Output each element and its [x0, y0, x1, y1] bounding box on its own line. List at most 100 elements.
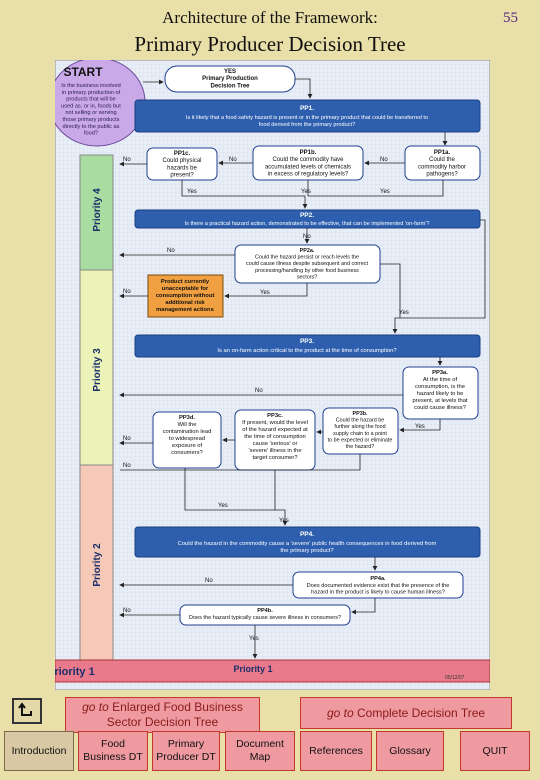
pp3b-line: to be expected or eliminate	[328, 437, 393, 443]
connector-yes-pp2	[181, 180, 308, 209]
page-number: 55	[503, 10, 518, 26]
quit-label: QUIT	[482, 744, 508, 757]
label-no: No	[167, 248, 175, 254]
connector-pp2a-product	[224, 283, 308, 299]
pp1b-line: in excess of regulatory levels?	[268, 172, 349, 178]
pp3c-line: the time of consumption	[244, 434, 306, 440]
pp3d-line: to widespread	[169, 436, 205, 442]
glossary-button[interactable]: Glossary	[376, 731, 444, 771]
priority2-label: Priority 2	[92, 543, 103, 587]
quit-button[interactable]: QUIT	[460, 731, 530, 771]
pp1a-line: PP1a.	[434, 150, 451, 156]
prodbox-line: management actions	[156, 307, 214, 313]
connector-pp2-yes	[392, 219, 486, 334]
connector-pp2a-yes	[380, 263, 401, 318]
connector-pp1a-yes	[308, 180, 444, 197]
back-button[interactable]	[12, 698, 42, 724]
priority1-bar	[55, 659, 490, 683]
label-no: No	[255, 388, 263, 394]
startq-line: products that will be	[66, 97, 115, 103]
pp3a-line: could cause illness?	[414, 405, 467, 411]
pp3d-box	[152, 411, 222, 469]
pp2t-line: Is there a practical hazard action, demo…	[185, 221, 430, 227]
yesbox-line: YES	[224, 69, 236, 75]
yesbox-line: Primary Production	[202, 76, 258, 82]
pp2a-line: PP2a.	[300, 248, 315, 254]
pp3c-line: of the hazard expected at	[242, 427, 308, 433]
food-business-dt-button[interactable]: Food Business DT	[78, 731, 148, 771]
document-map-button[interactable]: Document Map	[225, 731, 295, 771]
label-yes: Yes	[249, 636, 259, 642]
pp4t-line: PP4.	[300, 531, 314, 538]
pp1t-line: food derived from the primary product?	[259, 122, 355, 128]
label-no: No	[123, 289, 131, 295]
startq-line: those primary products	[63, 117, 120, 123]
document-map-label: Document Map	[236, 738, 284, 763]
pp1a-line: Could the	[429, 157, 455, 163]
pp3c-line: 'severe' illness in the	[248, 448, 301, 454]
startq-line: in primary production of	[62, 90, 121, 96]
connector-pp3d-yes	[184, 468, 288, 526]
label-yes: Yes	[218, 503, 228, 509]
startq-line: not selling or serving	[65, 110, 116, 116]
pp3c-line: PP3c.	[267, 413, 283, 419]
pp3-bar	[134, 334, 481, 358]
connector-pp3b-no	[120, 454, 361, 471]
prodbox-line: unacceptable for	[162, 286, 209, 292]
goto-prefix: go to	[326, 705, 354, 720]
connector-pp3a-pp3b	[399, 419, 441, 433]
goto-enlarged-label: Enlarged Food Business Sector Decision T…	[106, 700, 243, 729]
page-title-line2: Primary Producer Decision Tree	[134, 32, 406, 56]
pp2t-line: PP2.	[300, 212, 314, 219]
pp3d-line: Will the	[177, 422, 196, 428]
decision-tree-diagram: Priority 4 Priority 3 Priority 2 Priorit…	[55, 60, 490, 690]
pp2a-line: sectors?	[297, 274, 317, 280]
connector-yes-pp1	[295, 78, 313, 99]
food-business-dt-label: Food Business DT	[83, 738, 143, 763]
pp4t-line: the primary product?	[280, 548, 334, 554]
connectors	[119, 78, 486, 659]
pp1a-line: commodity harbor	[418, 164, 466, 170]
pp4a-line: hazard in the product is likely to cause…	[311, 590, 445, 596]
pp1b-line: PP1b.	[300, 150, 317, 156]
pp1-bar	[134, 99, 481, 133]
pp3d-line: PP3d.	[179, 415, 195, 421]
pp4b-line: Does the hazard typically cause severe i…	[189, 615, 341, 621]
return-arrow-icon	[18, 702, 32, 716]
prodbox-line: consumption without	[156, 293, 215, 299]
pp3b-line: supply chain to a point	[333, 431, 387, 437]
goto-prefix: go to	[82, 700, 109, 714]
pp3c-line: cause 'serious' or	[253, 441, 298, 447]
primary-producer-dt-button[interactable]: Primary Producer DT	[152, 731, 220, 771]
priority1-label: Priority 1	[233, 664, 272, 674]
pp3c-line: If present, would the level	[242, 420, 308, 426]
prodbox-line: Product currently	[161, 279, 210, 285]
label-no: No	[123, 436, 131, 442]
goto-enlarged-food-business-button[interactable]: go to Enlarged Food Business Sector Deci…	[65, 697, 260, 733]
pp2a-line: could cause illness despite subsequent a…	[246, 261, 368, 267]
label-no: No	[380, 157, 388, 163]
pp1c-line: Could physical	[162, 158, 201, 164]
introduction-label: Introduction	[11, 744, 67, 757]
pp3a-line: At the time of	[423, 377, 458, 383]
pp1a-line: pathogens?	[426, 172, 458, 178]
prodbox-line: additional risk	[165, 300, 205, 306]
references-label: References	[309, 744, 363, 757]
pp1t-line: PP1.	[300, 105, 314, 112]
pp3d-line: contamination lead	[163, 429, 212, 435]
priority3-band	[79, 269, 114, 466]
introduction-button[interactable]: Introduction	[4, 731, 74, 771]
label-no: No	[123, 608, 131, 614]
label-yes: Yes	[301, 189, 311, 195]
pp2a-line: processing/handling by other food busine…	[255, 268, 359, 274]
references-button[interactable]: References	[300, 731, 372, 771]
pp3c-line: target consumer?	[252, 455, 298, 461]
priority1-label-left: Priority 1	[55, 666, 95, 678]
pp3b-line: further along the food	[334, 424, 385, 430]
label-no: No	[123, 463, 131, 469]
pp2a-line: Could the hazard persist or reach levels…	[255, 255, 359, 261]
pp3b-line: the hazard?	[346, 444, 374, 450]
goto-complete-decision-tree-button[interactable]: go to Complete Decision Tree	[300, 697, 512, 729]
